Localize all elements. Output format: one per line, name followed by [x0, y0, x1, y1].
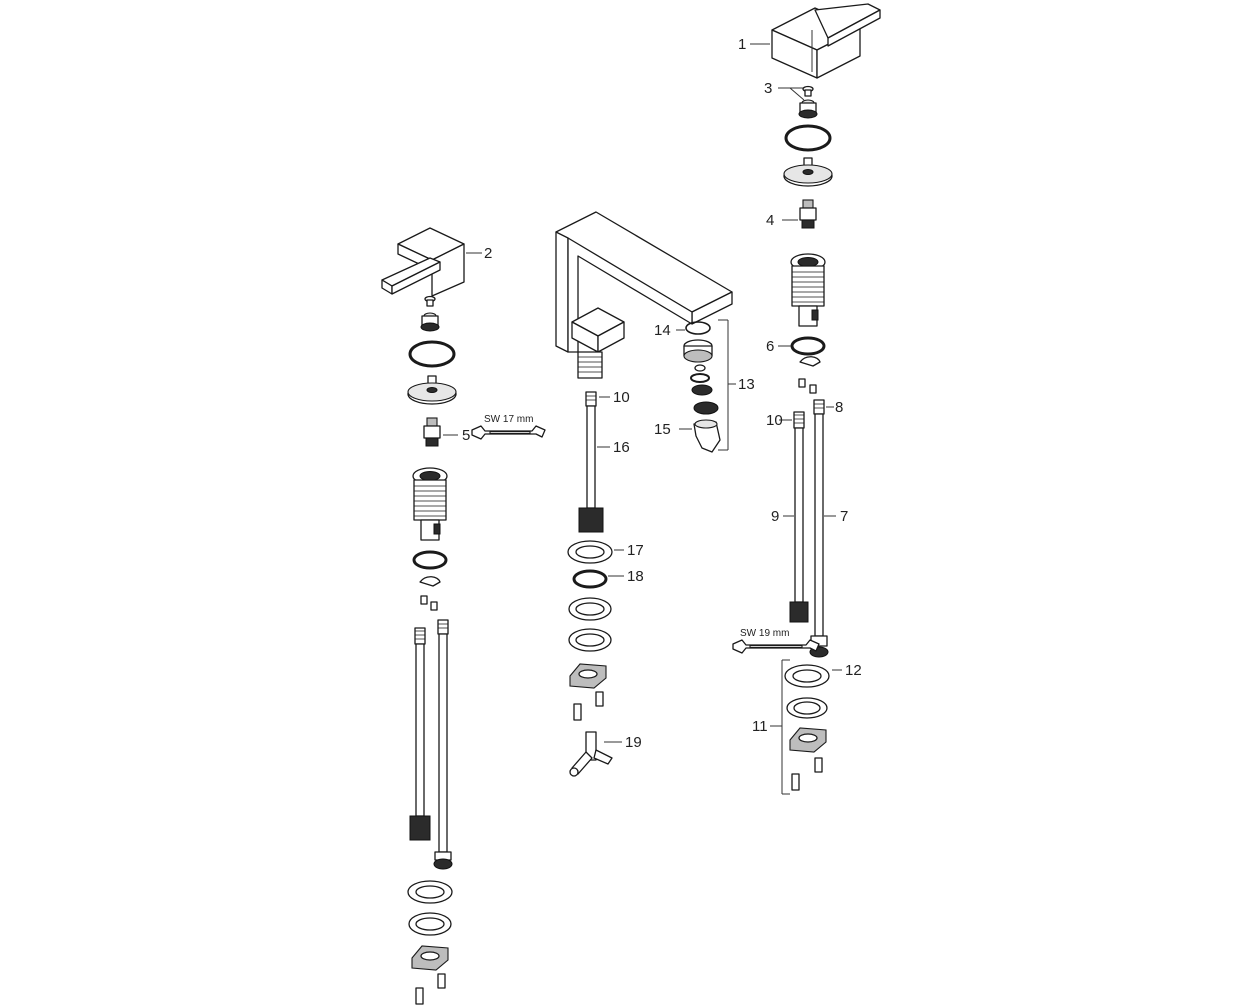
seal-14 [685, 321, 711, 335]
callout-9: 9 [771, 508, 779, 525]
mounting-bracket-right [789, 727, 827, 753]
washer-12 [784, 664, 830, 688]
o-ring-right [790, 336, 826, 356]
screw-right [802, 85, 814, 97]
callout-1: 1 [738, 36, 746, 53]
circlip-right [784, 124, 832, 152]
washers-left [407, 880, 453, 936]
washer-lower-right [786, 697, 828, 719]
callout-4: 4 [766, 212, 774, 229]
handle-right [771, 3, 881, 79]
hose-left-a [409, 627, 431, 841]
cover-disc-right [783, 157, 833, 187]
callout-16: 16 [613, 439, 630, 456]
o-ring-18 [572, 569, 608, 589]
callout-3: 3 [764, 80, 772, 97]
washers-middle [568, 597, 612, 652]
handle-left [381, 227, 465, 297]
clip-right [799, 356, 821, 367]
wrench-19-icon [732, 639, 820, 654]
screw-left [424, 295, 436, 307]
callout-10a: 10 [613, 389, 630, 406]
callout-13: 13 [738, 376, 755, 393]
screws-right [791, 757, 823, 791]
small-screws-left [420, 595, 438, 611]
callout-11: 11 [752, 718, 768, 735]
spout [555, 211, 733, 379]
mounting-bracket-left [411, 945, 449, 971]
hose-7 [809, 399, 829, 658]
callout-18: 18 [627, 568, 644, 585]
cover-disc-left [407, 375, 457, 405]
adapter-left [420, 312, 440, 332]
adapter-right [798, 99, 818, 119]
wrench-17-icon [471, 425, 546, 440]
callout-2: 2 [484, 245, 492, 262]
o-ring-left [412, 550, 448, 570]
hose-9 [789, 411, 809, 623]
callout-12: 12 [845, 662, 862, 679]
wrench-19-label: SW 19 mm [740, 628, 789, 639]
small-screws-right [798, 378, 817, 394]
screws-middle [573, 691, 604, 721]
callout-7: 7 [840, 508, 848, 525]
pipe-16 [578, 391, 604, 533]
spindle-left [423, 417, 441, 447]
callout-19: 19 [625, 734, 642, 751]
callout-6: 6 [766, 338, 774, 355]
wrench-17-label: SW 17 mm [484, 414, 533, 425]
spindle-right [799, 199, 817, 229]
t-fitting-19 [569, 731, 613, 777]
callout-8: 8 [835, 399, 843, 416]
callout-10b: 10 [766, 412, 783, 429]
hose-left-b [433, 619, 453, 870]
aerator-housing-15 [693, 419, 721, 453]
callout-14: 14 [654, 322, 671, 339]
screws-left [415, 973, 446, 1005]
callout-5: 5 [462, 427, 470, 444]
clip-left [419, 576, 441, 587]
aerator-insert [683, 339, 719, 415]
callout-15: 15 [654, 421, 671, 438]
callout-17: 17 [627, 542, 644, 559]
valve-body-left [412, 467, 448, 541]
circlip-left [408, 340, 456, 368]
washer-17 [567, 540, 613, 564]
valve-body-right [790, 253, 826, 327]
mounting-bracket-middle [569, 663, 607, 689]
